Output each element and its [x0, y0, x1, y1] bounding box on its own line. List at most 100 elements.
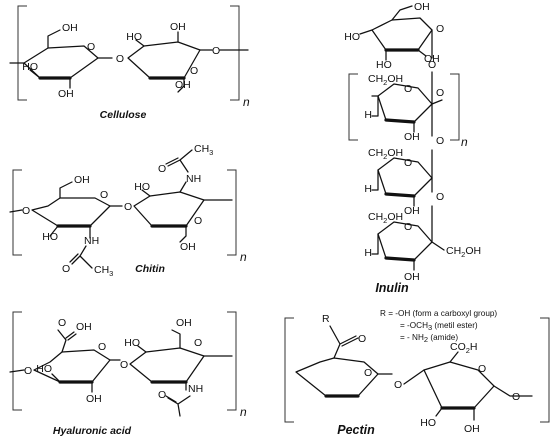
inulin-ch2oh-2: CH2OH [368, 147, 403, 161]
inulin-ch2oh-3: CH2OH [368, 211, 403, 225]
chitin-nh-2: NH [186, 173, 201, 185]
chitin-acetyl-1 [69, 245, 93, 269]
chitin-glycosidic-o: O [124, 201, 132, 213]
chitin-nh-1: NH [84, 235, 99, 247]
cellulose-chain-o: O [212, 45, 220, 57]
pectin-co2h: CO2H [450, 341, 478, 355]
hyaluronic-oh-ch2: OH [176, 317, 192, 329]
inulin-fructose-1-front-edge [384, 118, 416, 124]
hyaluronic-glycosidic-o: O [120, 359, 128, 371]
cellulose-right-bracket [230, 5, 240, 101]
pectin-ring-o-1: O [364, 367, 372, 379]
hyaluronic-acetyl [165, 395, 191, 417]
inulin-fructose-o-2: O [404, 157, 412, 169]
cellulose-ho-ring2: HO [126, 31, 142, 43]
hyaluronic-acetyl-o: O [158, 389, 166, 401]
chitin-chain-o: O [22, 205, 30, 217]
inulin-link-o-2: O [436, 135, 444, 147]
chitin-ho-ring2: HO [134, 181, 150, 193]
inulin-oh-1: OH [404, 131, 420, 143]
inulin-glucose-ho-bottom: HO [376, 59, 392, 71]
inulin-fructose-3-substituents [371, 205, 445, 271]
cellulose-oh-ch2: OH [62, 22, 78, 34]
inulin-structure: OH HO HO OH O O n CH2OH O H OH O O CH2OH… [344, 1, 481, 295]
inulin-glucose-ho: HO [344, 31, 360, 43]
chitin-ring-1 [31, 197, 111, 227]
inulin-h-3: H [364, 247, 372, 259]
inulin-h-1: H [364, 109, 372, 121]
inulin-fructose-o-1: O [404, 83, 412, 95]
chitin-left-bracket [12, 169, 22, 256]
hyaluronic-repeat-n: n [240, 405, 247, 419]
inulin-link-o-3: O [436, 191, 444, 203]
cellulose-repeat-n: n [243, 95, 250, 109]
inulin-fructose-1-substituents [371, 71, 443, 133]
hyaluronic-ring-2 [129, 347, 205, 383]
chitin-acetyl-o-1: O [62, 263, 70, 275]
pectin-note-1: R = -OH (form a carboxyl group) [380, 309, 497, 318]
cellulose-ring-1-ch2oh-bond [47, 29, 61, 49]
inulin-right-bracket [450, 73, 460, 141]
chitin-ring-o-1: O [100, 189, 108, 201]
cellulose-oh-ring1-bottom: OH [58, 88, 74, 100]
inulin-repeat-n: n [461, 135, 468, 149]
hyaluronic-ring-o-2: O [194, 337, 202, 349]
pectin-ester-group [329, 325, 359, 359]
cellulose-ring-o-2: O [190, 65, 198, 77]
chitin-chain-left [9, 209, 23, 213]
pectin-ring-o-2: O [478, 363, 486, 375]
hyaluronic-ring-2-substituents [137, 329, 233, 391]
hyaluronic-structure: n O O OH O HO OH O OH HO O NH O Hyaluron… [9, 311, 247, 437]
inulin-caption: Inulin [375, 281, 409, 295]
cellulose-ring-1-substituents [29, 57, 113, 89]
chitin-ring-2-substituents [141, 181, 233, 243]
hyaluronic-ho-ring2: HO [124, 337, 140, 349]
chitin-ho-ring1: HO [42, 231, 58, 243]
inulin-link-o-1: O [428, 59, 436, 71]
pectin-structure: R = -OH (form a carboxyl group) = -OCH3 … [284, 309, 550, 437]
inulin-fructose-3-front-edge [384, 256, 416, 262]
pectin-glycosidic-o: O [394, 379, 402, 391]
pectin-ho: HO [420, 417, 436, 429]
chitin-structure: n O OH O HO NH O CH3 O HO NH O CH3 O OH … [9, 143, 247, 278]
hyaluronic-ring-1-substituents [51, 359, 121, 393]
hyaluronic-nh: NH [188, 383, 203, 395]
pectin-right-bracket [540, 317, 550, 423]
pectin-ring-2-substituents [435, 351, 533, 421]
hyaluronic-caption: Hyaluronic acid [53, 425, 132, 437]
chitin-caption: Chitin [135, 263, 165, 275]
cellulose-oh-ring2-top: OH [170, 21, 186, 33]
chitin-oh-ring2: OH [180, 241, 196, 253]
chitin-ring-1-substituents [59, 181, 123, 239]
pectin-link-bond-2 [403, 369, 425, 385]
pectin-caption: Pectin [337, 423, 375, 437]
inulin-glucose-o: O [436, 23, 444, 35]
chitin-ch3-2: CH3 [194, 143, 213, 157]
inulin-oh-3: OH [404, 271, 420, 283]
inulin-h-2: H [364, 183, 372, 195]
chitin-ho-bond [49, 225, 59, 237]
inulin-oh-2: OH [404, 205, 420, 217]
pectin-chain-o: O [512, 391, 520, 403]
chitin-oh-ch2: OH [74, 174, 90, 186]
inulin-glucose-oh-top: OH [414, 1, 430, 13]
cellulose-glycosidic-o: O [116, 53, 124, 65]
chitin-ring-o-2: O [194, 215, 202, 227]
chitin-repeat-n: n [240, 250, 247, 264]
inulin-glucose-oh-right: OH [424, 53, 440, 65]
hyaluronic-carboxyl-oh: OH [76, 321, 92, 333]
inulin-glucose-substituents [359, 5, 433, 61]
chitin-acetyl-o-2: O [158, 163, 166, 175]
hyaluronic-carboxyl [57, 329, 77, 353]
hyaluronic-left-bracket [12, 311, 22, 411]
pectin-note-3: = - NH2 (amide) [400, 333, 458, 344]
chitin-right-bracket [227, 169, 237, 256]
pectin-note-2: = -OCH3 (metil ester) [400, 321, 478, 332]
cellulose-ho-ring1: HO [22, 61, 38, 73]
hyaluronic-carboxyl-o: O [58, 317, 66, 329]
inulin-left-bracket [348, 73, 358, 141]
hyaluronic-ring-o-1: O [98, 341, 106, 353]
inulin-fructose-o-1b: O [436, 87, 444, 99]
inulin-ch2oh-1: CH2OH [368, 73, 403, 87]
